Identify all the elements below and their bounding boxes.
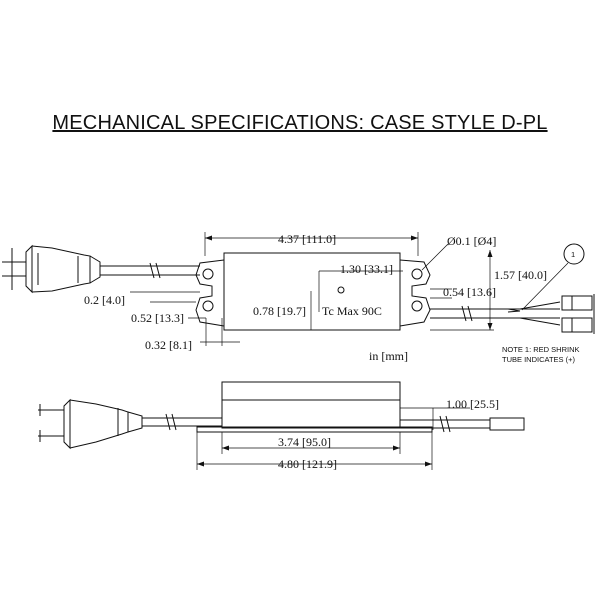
dim-label-length-top: 4.37 [111.0] (278, 232, 336, 246)
page-title: MECHANICAL SPECIFICATIONS: CASE STYLE D-… (52, 112, 548, 134)
top-view (2, 232, 595, 346)
top-plug (2, 244, 101, 294)
dim-hole-dia (421, 243, 449, 271)
dim-label-hole-offset: 1.30 [33.1] (340, 262, 393, 276)
dim-label-hole-dia: Ø0.1 [Ø4] (447, 234, 496, 248)
note-callout-number: 1 (571, 250, 575, 259)
dim-side-height (400, 407, 470, 430)
note-callout-bubble (563, 243, 585, 265)
note-line-2: TUBE INDICATES (+) (502, 355, 575, 364)
dim-label-edge-02: 0.2 [4.0] (84, 293, 125, 307)
dim-label-body-height: 0.78 [19.7] (253, 304, 306, 318)
dim-label-height-total: 1.57 [40.0] (494, 268, 547, 282)
side-case (196, 381, 433, 433)
dim-label-hole-spacing-right: 0.54 [13.6] (443, 285, 496, 299)
dim-height-right (430, 250, 494, 331)
dim-label-edge-032: 0.32 [8.1] (145, 338, 192, 352)
dim-side-body (221, 432, 401, 454)
top-left-cord (100, 262, 200, 279)
side-right-cord (400, 415, 525, 433)
units-label: in [mm] (369, 349, 408, 363)
side-left-cord (142, 413, 222, 431)
dim-label-side-body: 3.74 [95.0] (278, 435, 331, 449)
dim-side-overall (196, 432, 433, 470)
side-plug (38, 398, 143, 450)
dim-left-group (130, 291, 240, 346)
dim-length-top (204, 232, 419, 256)
dim-label-hole-spacing-left: 0.52 [13.3] (131, 311, 184, 325)
top-right-cords (430, 243, 595, 334)
side-view (38, 381, 525, 470)
dim-label-side-overall: 4.80 [121.9] (278, 457, 337, 471)
note-line-1: NOTE 1: RED SHRINK (502, 345, 580, 354)
dim-label-tc-max: Tc Max 90C (322, 304, 382, 318)
top-case (195, 252, 431, 331)
dim-label-side-height: 1.00 [25.5] (446, 397, 499, 411)
